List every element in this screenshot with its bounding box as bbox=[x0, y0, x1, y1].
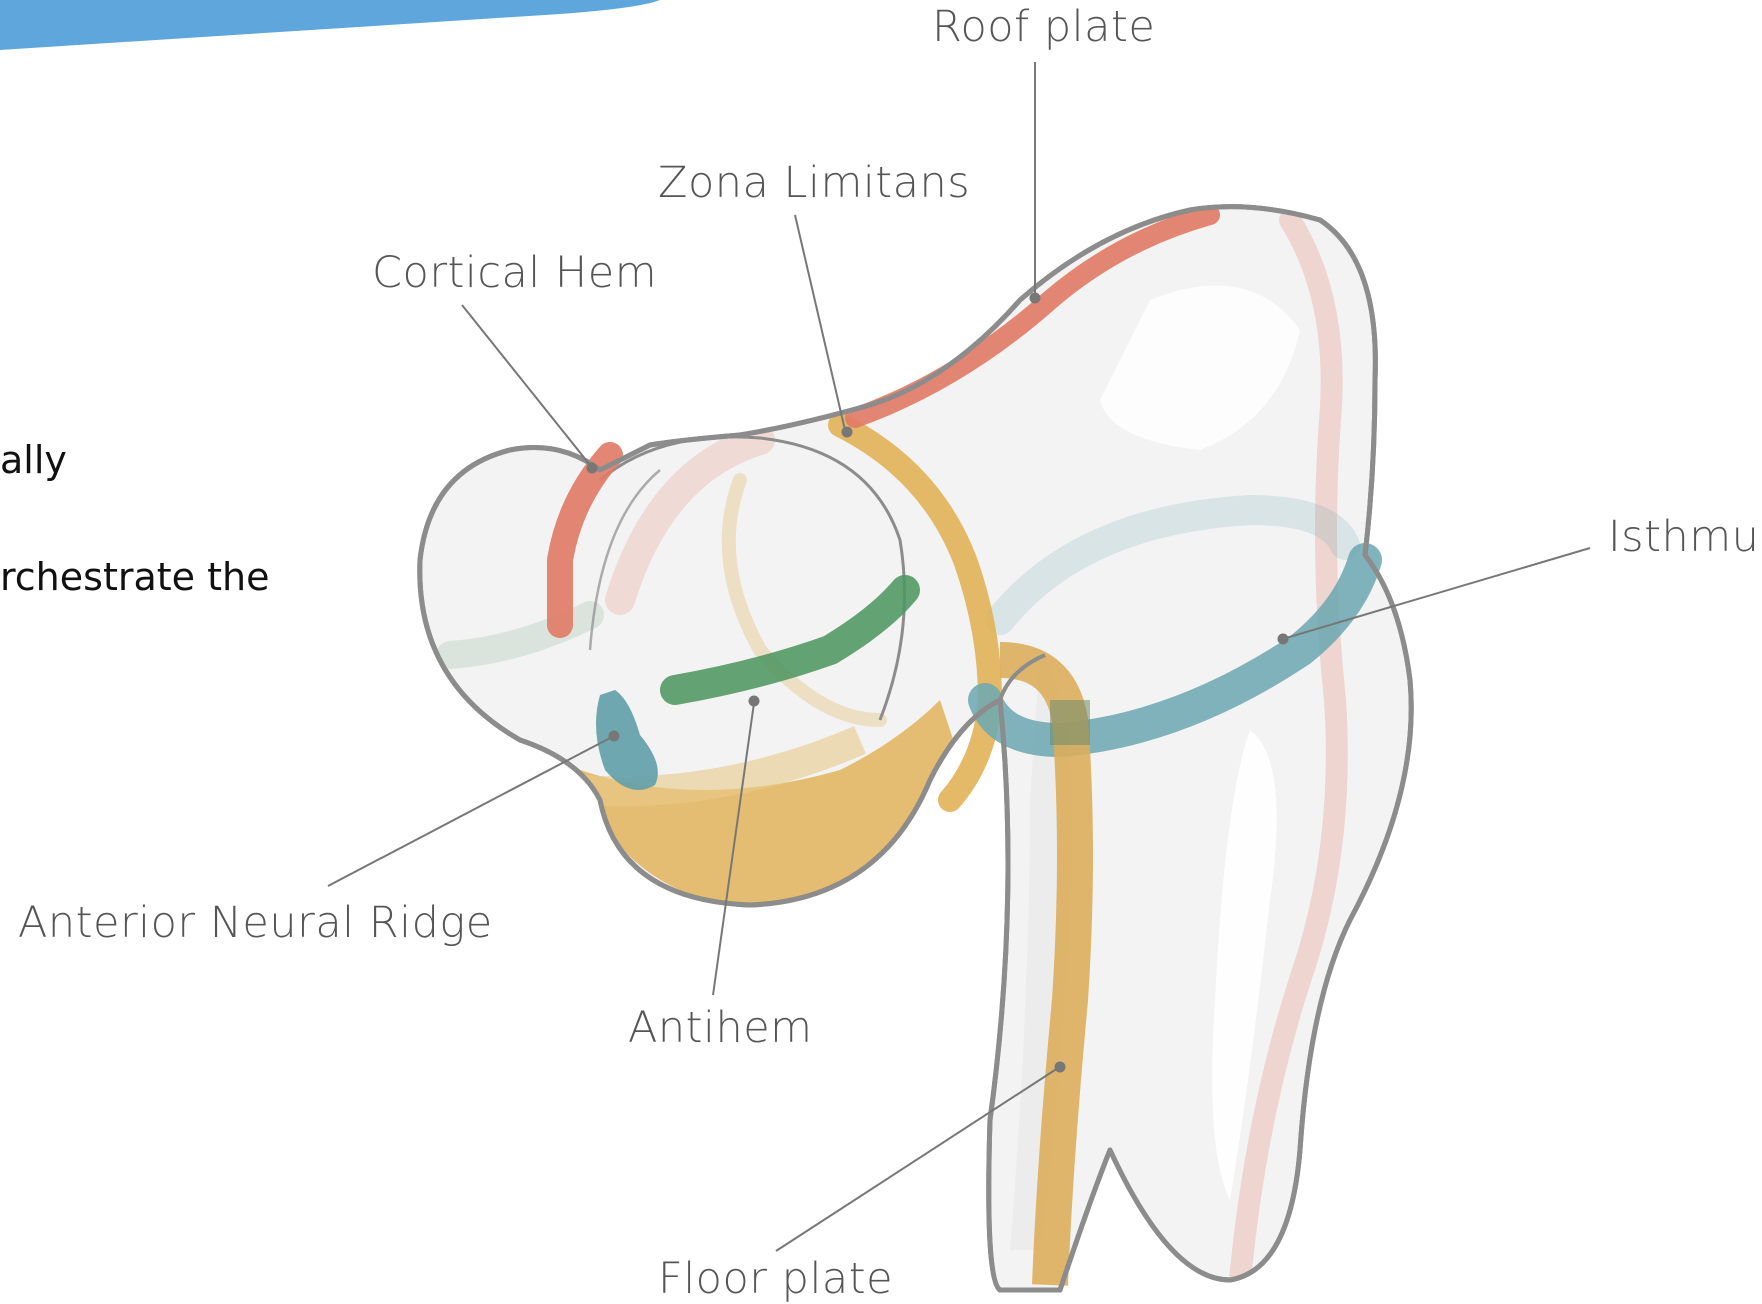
leader-dot-floor-plate bbox=[1056, 1063, 1065, 1072]
leader-dot-cortical-hem bbox=[588, 464, 597, 473]
leader-dot-zona-limitans bbox=[843, 428, 852, 437]
label-floor-plate: Floor plate bbox=[658, 1254, 893, 1304]
leader-line-anterior-neural-ridge bbox=[328, 737, 612, 886]
leader-dot-isthmus bbox=[1279, 635, 1288, 644]
leader-dot-roof-plate bbox=[1031, 294, 1040, 303]
label-antihem: Antihem bbox=[628, 1003, 813, 1053]
leader-line-zona-limitans bbox=[795, 215, 845, 430]
leader-line-cortical-hem bbox=[462, 305, 590, 465]
floor-plate-overlap bbox=[1050, 700, 1090, 745]
leader-dot-antihem bbox=[750, 697, 759, 706]
label-zona-limitans: Zona Limitans bbox=[658, 158, 970, 208]
label-roof-plate: Roof plate bbox=[932, 2, 1155, 52]
label-anterior-neural-ridge: Anterior Neural Ridge bbox=[18, 898, 493, 948]
label-cortical-hem: Cortical Hem bbox=[372, 248, 657, 298]
label-isthmus: Isthmus bbox=[1608, 512, 1762, 562]
leader-dot-anterior-neural-ridge bbox=[610, 732, 619, 741]
